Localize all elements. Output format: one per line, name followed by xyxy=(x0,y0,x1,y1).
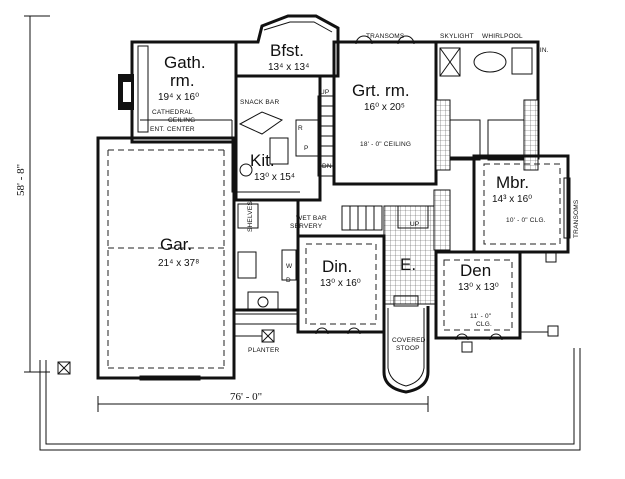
kitchen-name: Kit. xyxy=(250,151,275,170)
transoms-top-note: TRANSOMS xyxy=(366,33,405,40)
stoop-note: STOOP xyxy=(396,345,420,352)
great-ceiling-note: 18' - 0" CEILING xyxy=(360,141,411,148)
cathedral-note: CATHEDRAL xyxy=(152,109,193,116)
entry-up-label: UP xyxy=(410,221,419,228)
garage xyxy=(57,136,236,381)
shelves-note: SHELVES xyxy=(247,201,254,232)
width-dimension: 76' - 0" xyxy=(230,391,262,403)
covered-note: COVERED xyxy=(392,337,426,344)
wet-bar-note: WET BAR xyxy=(296,215,327,222)
p-label: P xyxy=(304,145,309,152)
planter-note: PLANTER xyxy=(248,347,279,354)
entry-name: E. xyxy=(400,255,416,274)
gathering-room-name2: rm. xyxy=(170,71,195,90)
transoms-side-note: TRANSOMS xyxy=(573,199,580,238)
garage-size: 21⁴ x 37⁸ xyxy=(158,258,199,269)
den-ceiling-note-2: CLG. xyxy=(476,321,492,328)
dimension-lines xyxy=(24,15,581,451)
great-room-size: 16⁰ x 20⁵ xyxy=(364,102,405,113)
master-ceiling-note: 10' - 0" CLG. xyxy=(506,217,546,224)
great-room-name: Grt. rm. xyxy=(352,81,410,100)
stair-dn-label: DN xyxy=(322,163,332,170)
skylight-note: SKYLIGHT xyxy=(440,33,474,40)
den xyxy=(434,250,559,353)
gathering-room-name: Gath. xyxy=(164,53,206,72)
master-bedroom-size: 14³ x 16⁰ xyxy=(492,194,532,205)
master-bath xyxy=(434,40,540,171)
stair-up-label: UP xyxy=(320,89,329,96)
depth-dimension: 58' - 8" xyxy=(15,164,27,196)
laundry xyxy=(232,198,300,312)
den-name: Den xyxy=(460,261,491,280)
entry-hall xyxy=(341,189,451,305)
master-bedroom xyxy=(472,154,571,263)
garage-name: Gar. xyxy=(160,235,192,254)
gathering-room-size: 19⁴ x 16⁰ xyxy=(158,92,199,103)
ceiling-note: CEILING xyxy=(168,117,195,124)
servery-note: SERVERY xyxy=(290,223,323,230)
breakfast-room xyxy=(236,14,340,78)
ent-center-note: ENT. CENTER xyxy=(150,126,195,133)
dining-room-size: 13⁰ x 16⁰ xyxy=(320,278,361,289)
labels: Gath. rm. 19⁴ x 16⁰ CATHEDRAL CEILING EN… xyxy=(15,33,580,403)
den-ceiling-note: 11' - 0" xyxy=(470,313,492,320)
whirlpool-note: WHIRLPOOL xyxy=(482,33,523,40)
breakfast-room-size: 13⁴ x 13⁴ xyxy=(268,62,309,73)
planter xyxy=(233,313,299,343)
kitchen-size: 13⁰ x 15⁴ xyxy=(254,172,295,183)
den-size: 13⁰ x 13⁰ xyxy=(458,282,499,293)
master-bedroom-name: Mbr. xyxy=(496,173,529,192)
w-label: W xyxy=(286,263,293,270)
d-label: D xyxy=(286,277,291,284)
r-label: R xyxy=(298,125,303,132)
lin-note: LIN. xyxy=(536,47,549,54)
snack-bar-note: SNACK BAR xyxy=(240,99,279,106)
covered-stoop xyxy=(382,295,430,394)
dining-room-name: Din. xyxy=(322,257,352,276)
breakfast-room-name: Bfst. xyxy=(270,41,304,60)
